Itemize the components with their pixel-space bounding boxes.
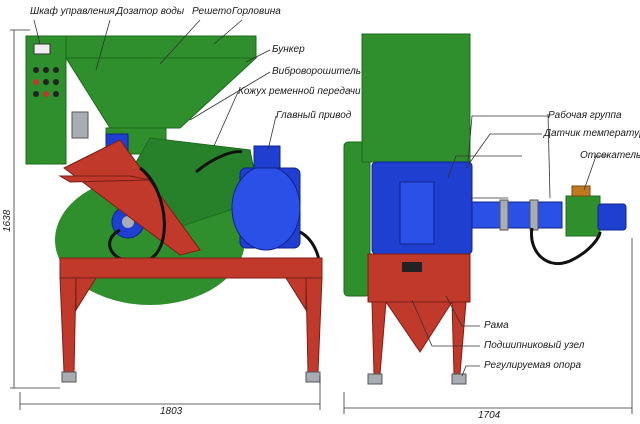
drum-side <box>343 141 371 297</box>
label-cutter: Отсекатель <box>580 150 640 161</box>
main-drive-box <box>253 145 281 169</box>
label-neck: Горловина <box>232 6 281 17</box>
frame-leg-right-view-right <box>451 301 467 375</box>
frame-leg-right-view-left <box>371 301 387 375</box>
swing-arm <box>63 139 201 256</box>
label-hopper: Бункер <box>272 44 305 55</box>
label-working-group: Рабочая группа <box>548 110 622 121</box>
cabinet-display <box>33 43 51 55</box>
label-adjustable-support: Регулируемая опора <box>484 360 582 371</box>
label-water-dispenser: Дозатор воды <box>116 6 185 17</box>
cabinet-side <box>361 33 471 163</box>
label-frame: Рама <box>484 320 509 331</box>
frame-plate <box>402 262 422 272</box>
frame-brace-left <box>75 277 97 312</box>
dimension-lines-right <box>343 238 633 414</box>
water-dispenser <box>71 111 89 139</box>
barrel-ring <box>499 199 509 231</box>
leader-lines-right <box>411 113 608 377</box>
dimension-height: 1638 <box>2 209 13 232</box>
dimension-right-width: 1704 <box>478 410 501 421</box>
label-control-cabinet: Шкаф управления <box>30 6 115 17</box>
cutter-mount <box>571 185 591 197</box>
main-drive-face <box>231 165 301 251</box>
control-cabinet <box>25 35 67 165</box>
foot-right-view-left <box>367 373 383 385</box>
cutter-motor <box>597 203 627 231</box>
label-sieve: Решето <box>192 6 232 17</box>
dimension-left-width: 1803 <box>160 406 183 417</box>
working-group-flange <box>399 181 435 245</box>
cabinet-buttons <box>33 67 59 97</box>
frame-top-rail-right <box>367 253 471 303</box>
hopper-top <box>65 35 257 59</box>
foot-right <box>305 371 321 383</box>
label-main-drive: Главный привод <box>276 110 352 121</box>
frame-top-rail <box>59 257 323 279</box>
label-temperature-sensor: Датчик температуры <box>544 128 640 139</box>
label-bearing-unit: Подшипниковый узел <box>484 340 585 351</box>
dimension-lines-left <box>10 29 321 410</box>
cutter-body <box>565 195 601 237</box>
leader-lines-left <box>33 19 277 151</box>
barrel-ring <box>529 199 539 231</box>
frame-brace-right <box>285 277 307 312</box>
foot-left <box>61 371 77 383</box>
hopper <box>65 57 258 129</box>
frame-cross-brace <box>385 301 453 353</box>
label-vibro-agitator: Виброворошитель <box>272 66 361 77</box>
foot-right-view-right <box>451 373 467 385</box>
barrel <box>471 201 563 229</box>
frame-leg-left <box>59 277 77 373</box>
cable-right <box>530 227 602 266</box>
frame-leg-right <box>305 277 323 373</box>
label-belt-guard: Кожух ременной передачи <box>238 86 361 97</box>
